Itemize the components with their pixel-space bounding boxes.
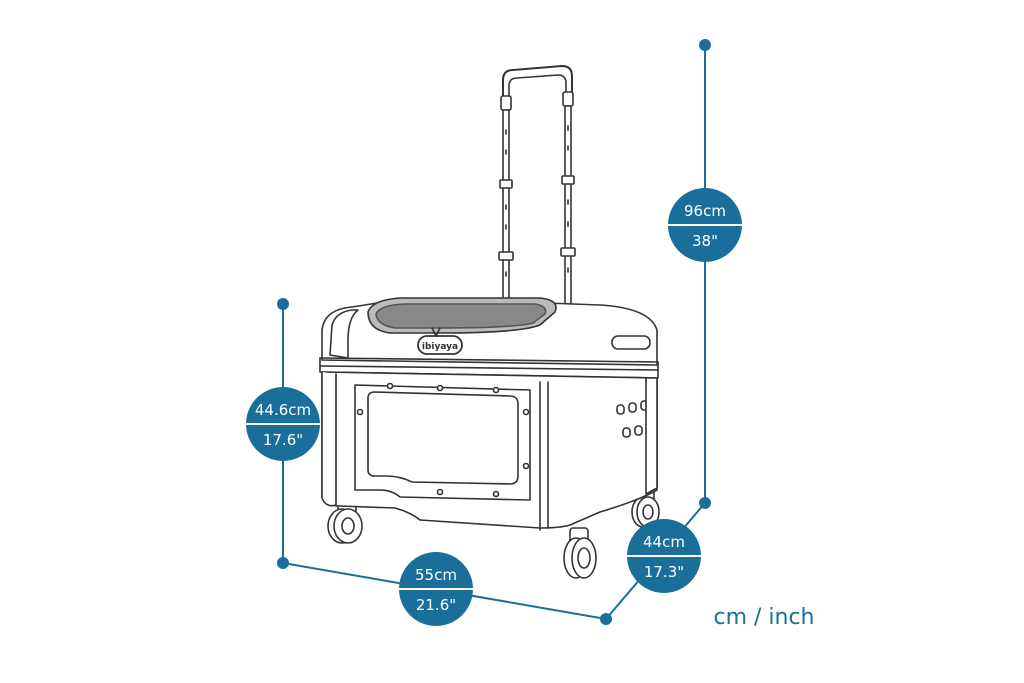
pet-carrier-illustration: ibiyaya xyxy=(319,65,660,579)
brand-logo-text: ibiyaya xyxy=(422,342,458,352)
depth-imperial-label: 17.3" xyxy=(644,563,684,581)
width-badge: 55cm 21.6" xyxy=(399,552,473,626)
height-metric-label: 96cm xyxy=(684,202,726,220)
dimension-endpoints xyxy=(277,39,711,625)
width-imperial-label: 21.6" xyxy=(416,596,456,614)
height-top-dot xyxy=(699,39,711,51)
body-height-metric-label: 44.6cm xyxy=(255,401,311,419)
body-height-badge: 44.6cm 17.6" xyxy=(246,387,320,461)
width-right-dot xyxy=(600,613,612,625)
units-label: cm / inch xyxy=(713,605,814,630)
telescopic-handle xyxy=(498,65,576,311)
front-right-wheel xyxy=(563,527,597,579)
body-height-imperial-label: 17.6" xyxy=(263,431,303,449)
depth-badge: 44cm 17.3" xyxy=(627,519,701,593)
body-height-bottom-dot xyxy=(277,557,289,569)
body-height-top-dot xyxy=(277,298,289,310)
lid-side-handle xyxy=(611,335,651,350)
height-imperial-label: 38" xyxy=(692,232,718,250)
width-metric-label: 55cm xyxy=(415,566,457,584)
height-badge: 96cm 38" xyxy=(668,188,742,262)
front-window xyxy=(367,391,519,485)
depth-metric-label: 44cm xyxy=(643,533,685,551)
brand-logo-plate xyxy=(417,335,463,355)
height-bottom-dot xyxy=(699,497,711,509)
